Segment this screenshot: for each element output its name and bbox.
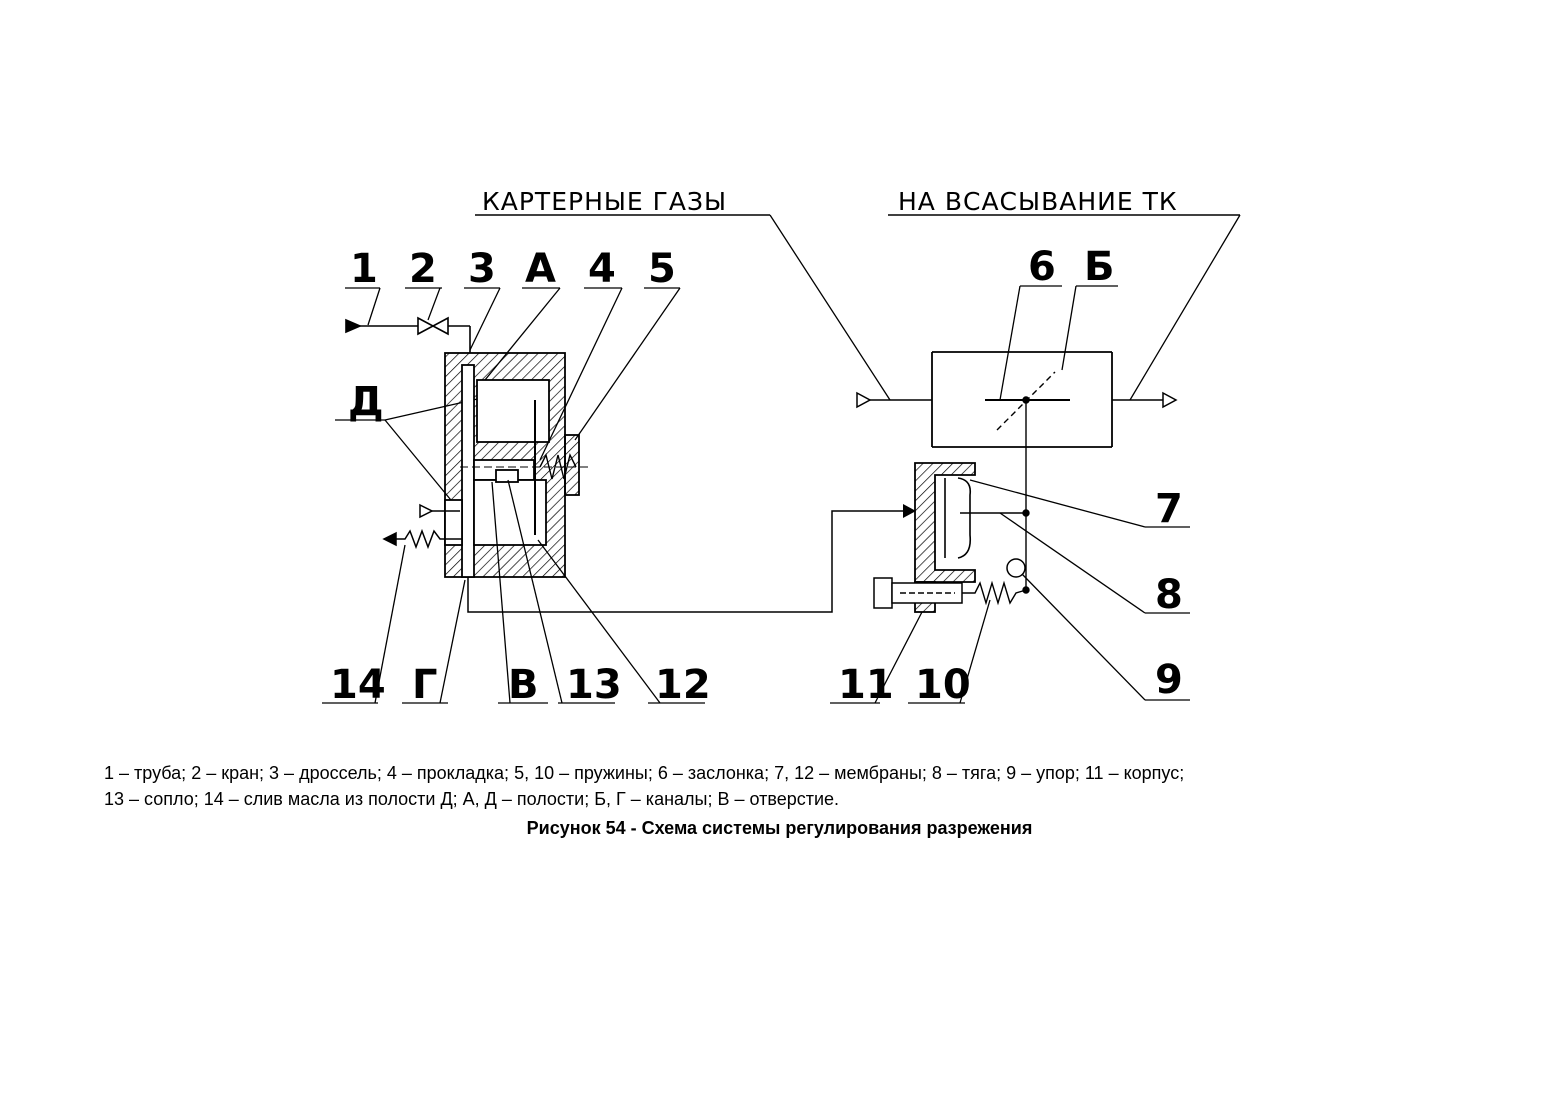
callouts-top-right: 6 Б <box>1028 244 1115 290</box>
callout-11: 11 <box>838 662 894 708</box>
label-crankcase-gases: КАРТЕРНЫЕ ГАЗЫ <box>482 187 727 216</box>
callout-a: А <box>525 246 556 292</box>
spring-5 <box>539 452 577 480</box>
callout-7: 7 <box>1155 486 1183 532</box>
leaders-top-right <box>999 285 1077 401</box>
callouts-bottom-left: 14 Г В 13 12 <box>330 662 711 708</box>
leaders-right <box>874 479 1146 704</box>
callout-v: В <box>508 662 539 708</box>
callout-13: 13 <box>566 662 622 708</box>
callout-d: Д <box>348 379 384 425</box>
pipe-1-with-valve <box>345 316 471 353</box>
legend-line-2: 13 – сопло; 14 – слив масла из полости Д… <box>104 789 840 809</box>
callout-12: 12 <box>655 662 711 708</box>
callouts-top-left: 1 2 3 А 4 5 Д <box>348 246 676 425</box>
callout-1: 1 <box>350 246 378 292</box>
callout-14: 14 <box>330 662 386 708</box>
callout-b: Б <box>1084 244 1115 290</box>
channel-g-arrow <box>903 504 916 518</box>
leader-lines-top <box>769 214 1241 401</box>
left-regulator-housing <box>444 352 580 578</box>
label-to-turbo-intake: НА ВСАСЫВАНИЕ ТК <box>898 187 1178 216</box>
legend-line-1: 1 – труба; 2 – кран; 3 – дроссель; 4 – п… <box>104 763 1185 783</box>
callout-8: 8 <box>1155 572 1183 618</box>
callout-10: 10 <box>915 662 971 708</box>
callout-g: Г <box>412 662 438 708</box>
callout-5: 5 <box>648 246 676 292</box>
callout-underlines-top-left <box>335 287 680 421</box>
legend: 1 – труба; 2 – кран; 3 – дроссель; 4 – п… <box>104 760 1464 812</box>
callout-3: 3 <box>468 246 496 292</box>
spring-10 <box>962 580 1027 606</box>
stop-9 <box>1006 558 1026 578</box>
drain-14 <box>382 503 462 550</box>
callouts-right: 7 8 9 11 10 <box>838 486 1183 708</box>
leaders-bottom-left <box>374 479 661 704</box>
damper-6 <box>985 371 1070 431</box>
callout-9: 9 <box>1155 657 1183 703</box>
callout-4: 4 <box>588 246 616 292</box>
duct-flow-arrows <box>856 391 1178 409</box>
callout-2: 2 <box>409 246 437 292</box>
channel-g-line <box>467 510 905 613</box>
callout-underlines-right <box>830 526 1190 704</box>
adjusting-bolt <box>873 577 963 609</box>
callout-6: 6 <box>1028 244 1056 290</box>
figure-caption: Рисунок 54 - Схема системы регулирования… <box>526 818 1033 838</box>
